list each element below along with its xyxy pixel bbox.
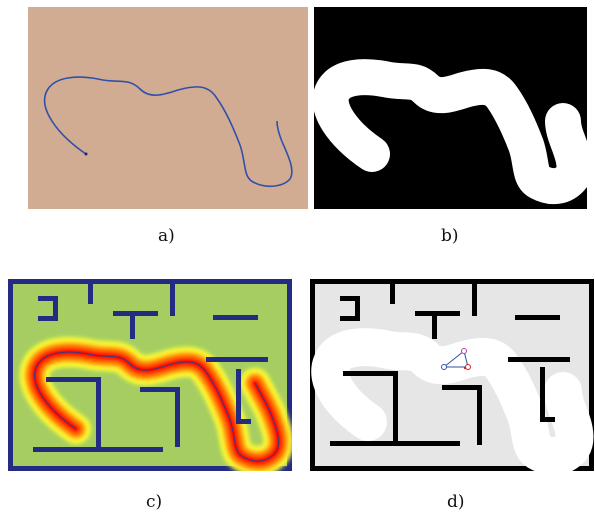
panel-a-background xyxy=(28,7,308,209)
panel-c-walls xyxy=(33,284,268,452)
path-mask-band xyxy=(314,59,587,205)
panel-d-walls xyxy=(330,284,570,446)
planned-path-line xyxy=(43,76,293,188)
panel-d-image xyxy=(310,279,594,471)
panel-b xyxy=(314,7,587,209)
caption-a: a) xyxy=(158,226,175,246)
panel-c-image xyxy=(8,279,292,471)
robot-pose-icon xyxy=(441,348,471,370)
path-start-point xyxy=(84,152,88,156)
panel-d-corridor xyxy=(311,328,594,471)
panel-a-image xyxy=(28,7,308,209)
panel-a xyxy=(28,7,308,209)
caption-c: c) xyxy=(146,492,163,512)
caption-d: d) xyxy=(447,492,465,512)
panel-b-image xyxy=(314,7,587,209)
caption-b: b) xyxy=(441,226,459,246)
panel-c-path-line xyxy=(34,351,279,462)
panel-c xyxy=(8,279,292,471)
panel-d xyxy=(310,279,594,471)
